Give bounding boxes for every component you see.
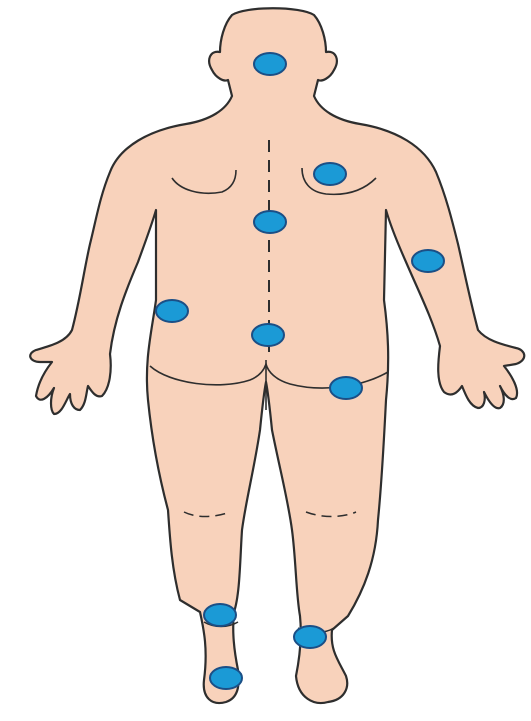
marker-neck bbox=[254, 53, 286, 75]
marker-left-ankle bbox=[204, 604, 236, 626]
marker-left-heel bbox=[210, 667, 242, 689]
marker-lower-back bbox=[252, 324, 284, 346]
marker-right-ankle bbox=[294, 626, 326, 648]
marker-left-flank bbox=[156, 300, 188, 322]
marker-right-buttock bbox=[330, 377, 362, 399]
marker-right-elbow bbox=[412, 250, 444, 272]
body-silhouette bbox=[30, 8, 524, 703]
marker-right-scapula bbox=[314, 163, 346, 185]
marker-mid-spine bbox=[254, 211, 286, 233]
